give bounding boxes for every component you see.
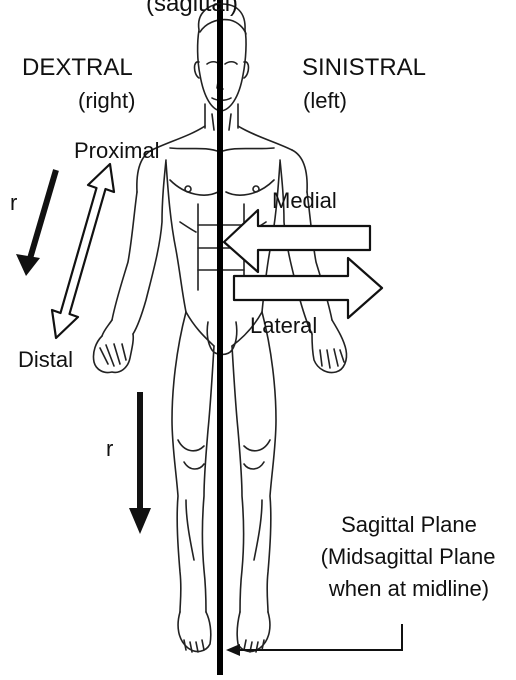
sagittal-plane-line3: when at midline) <box>306 578 512 600</box>
dextral-sub-label: (right) <box>78 90 135 112</box>
r-lower-label: r <box>106 438 113 460</box>
sagittal-plane-line1: Sagittal Plane <box>306 514 512 536</box>
double-headed-outline-arrow-icon <box>52 164 114 338</box>
distal-label: Distal <box>18 349 73 371</box>
proximal-label: Proximal <box>74 140 160 162</box>
sinistral-sub-label: (left) <box>303 90 347 112</box>
top-partial-label: (sagittal) <box>146 0 238 16</box>
dextral-label: DEXTRAL <box>22 56 133 80</box>
solid-arrow-upper-icon <box>16 170 56 276</box>
medial-label: Medial <box>272 190 337 212</box>
sagittal-plane-line2: (Midsagittal Plane <box>302 546 514 568</box>
r-upper-label: r <box>10 192 17 214</box>
solid-arrow-lower-icon <box>129 392 151 534</box>
lateral-label: Lateral <box>250 315 317 337</box>
sinistral-label: SINISTRAL <box>302 56 426 80</box>
